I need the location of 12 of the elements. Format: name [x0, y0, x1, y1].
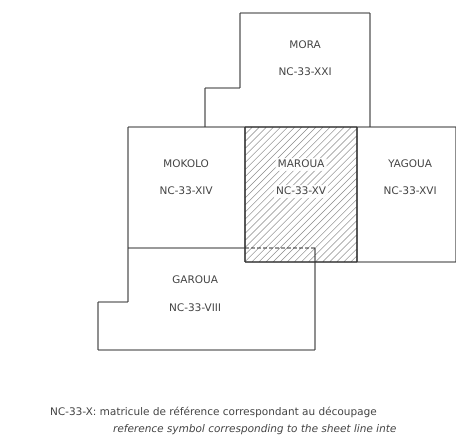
sheet-name: MAROUA: [276, 158, 326, 171]
sheet-code: NC-33-XV: [274, 185, 328, 198]
sheet-name: GAROUA: [172, 274, 218, 287]
note-text: NC-33-X: matricule de référence correspondant au découpage: [50, 406, 377, 419]
sheet-code: NC-33-VIII: [169, 302, 221, 315]
sheet-code: NC-33-XVI: [383, 185, 437, 198]
sheet-name: YAGOUA: [388, 158, 432, 171]
note-translation: reference symbol corresponding to the sheet line inte: [113, 423, 396, 436]
sheet-name: MORA: [289, 39, 321, 52]
sheet-name: MOKOLO: [163, 158, 209, 171]
sheet-code: NC-33-XIV: [159, 185, 213, 198]
sheet-code: NC-33-XXI: [278, 66, 332, 79]
